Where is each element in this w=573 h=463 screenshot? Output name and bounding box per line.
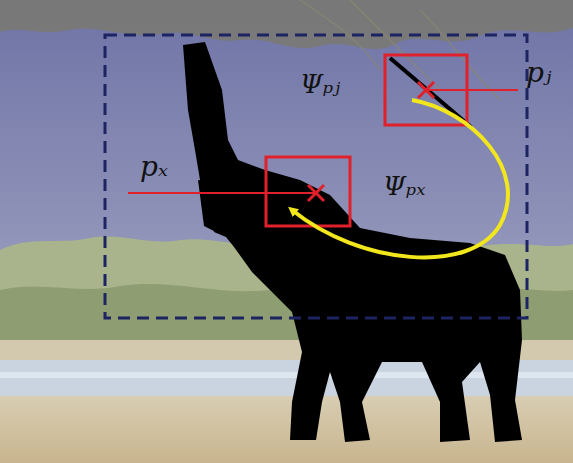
- math-label: Ψₚₓ: [383, 172, 425, 201]
- math-label: pₓ: [140, 152, 168, 183]
- math-label: pⱼ: [526, 58, 551, 89]
- math-label: Ψₚⱼ: [300, 70, 340, 99]
